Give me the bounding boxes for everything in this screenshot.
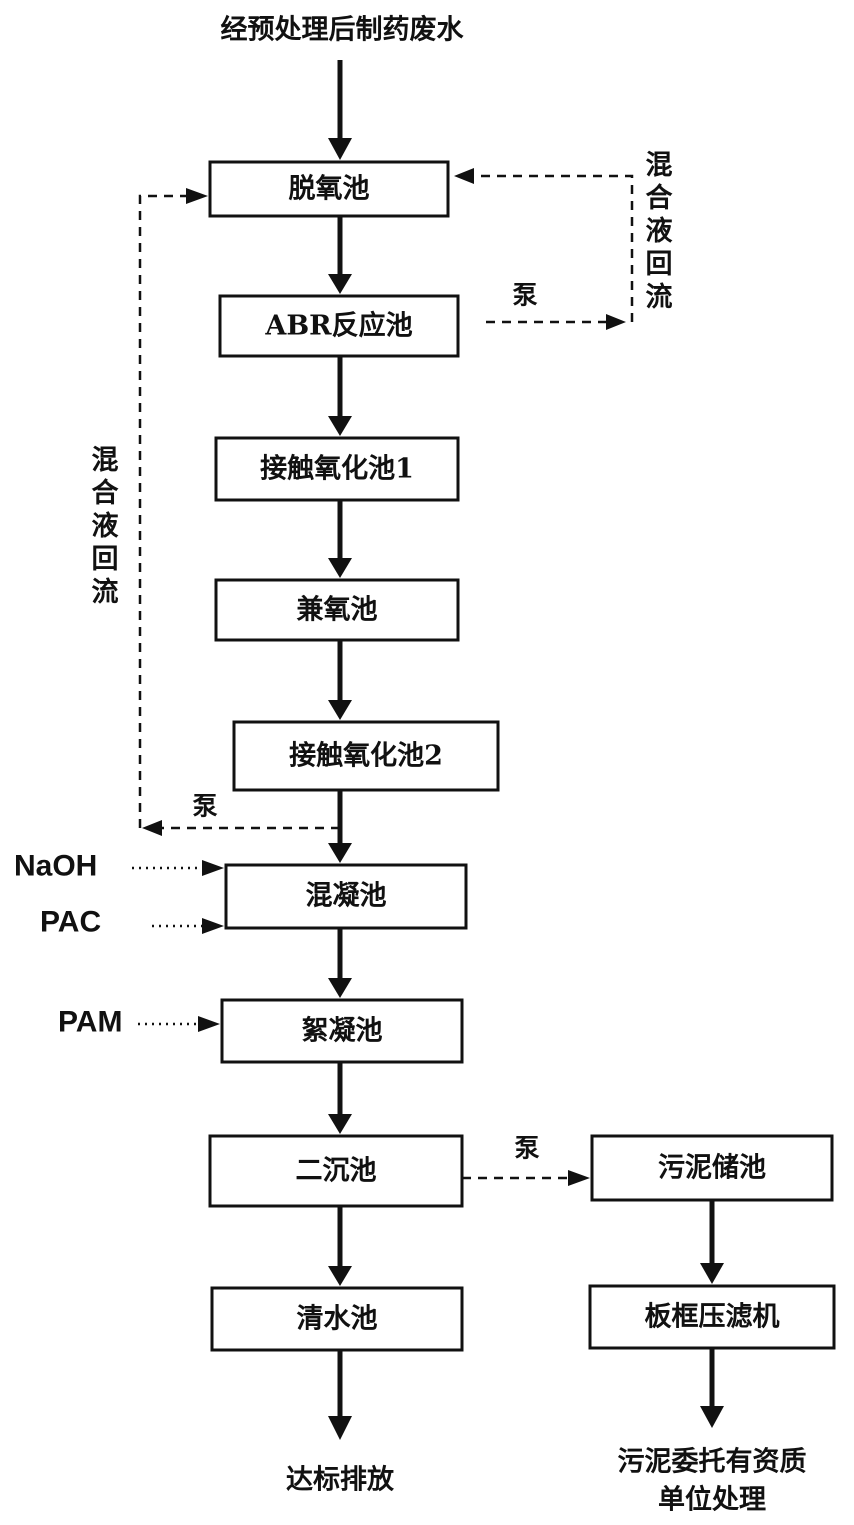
chemical-dosing: NaOH PAC PAM xyxy=(14,850,224,1039)
pump-label-sludge: 泵 xyxy=(514,1134,539,1163)
pump-label-abr: 泵 xyxy=(512,281,537,310)
naoh-label: NaOH xyxy=(14,850,97,883)
tank-contact-oxidation-1: 接触氧化池1 xyxy=(214,436,460,502)
left-recirculation-loop: 泵 混合液回流 xyxy=(87,188,340,836)
tank-flocculation-label: 絮凝池 xyxy=(302,1015,383,1047)
recirculation-label-left: 混合液回流 xyxy=(87,445,119,610)
tank-secondary-settling: 二沉池 xyxy=(208,1134,464,1208)
pac-label: PAC xyxy=(40,906,101,939)
tank-secondary-settling-label: 二沉池 xyxy=(296,1156,377,1187)
sludge-disposal-line2: 单位处理 xyxy=(658,1484,766,1516)
tank-deoxygenation: 脱氧池 xyxy=(208,160,450,218)
right-recirculation-loop: 泵 混合液回流 xyxy=(454,150,672,330)
main-flow-lines xyxy=(328,60,724,1440)
tank-contact-oxidation-1-label: 接触氧化池1 xyxy=(260,454,414,485)
filter-press: 板框压滤机 xyxy=(588,1284,836,1350)
pump-label-return: 泵 xyxy=(192,792,217,821)
tank-coagulation-label: 混凝池 xyxy=(306,881,387,912)
tank-deoxygenation-label: 脱氧池 xyxy=(289,174,370,205)
tank-contact-oxidation-2: 接触氧化池2 xyxy=(232,720,500,792)
input-label: 经预处理后制药废水 xyxy=(221,14,465,46)
tank-contact-oxidation-2-label: 接触氧化池2 xyxy=(289,741,443,772)
tank-clear-water-label: 清水池 xyxy=(297,1304,378,1335)
tank-abr-label: ABR反应池 xyxy=(264,310,412,342)
tank-abr: ABR反应池 xyxy=(218,294,460,358)
tank-anoxic-label: 兼氧池 xyxy=(297,594,378,626)
tank-anoxic: 兼氧池 xyxy=(214,578,460,642)
tank-sludge-storage-label: 污泥储池 xyxy=(658,1153,766,1184)
filter-press-label: 板框压滤机 xyxy=(645,1302,780,1333)
sludge-disposal-line1: 污泥委托有资质 xyxy=(618,1447,807,1478)
discharge-label: 达标排放 xyxy=(286,1464,395,1496)
tank-coagulation: 混凝池 xyxy=(224,863,468,930)
pam-label: PAM xyxy=(58,1006,122,1039)
tank-sludge-storage: 污泥储池 xyxy=(590,1134,834,1202)
sludge-pump-line: 泵 xyxy=(462,1134,590,1186)
tank-flocculation: 絮凝池 xyxy=(220,998,464,1064)
recirculation-label-right: 混合液回流 xyxy=(641,150,673,315)
tank-clear-water: 清水池 xyxy=(210,1286,464,1352)
